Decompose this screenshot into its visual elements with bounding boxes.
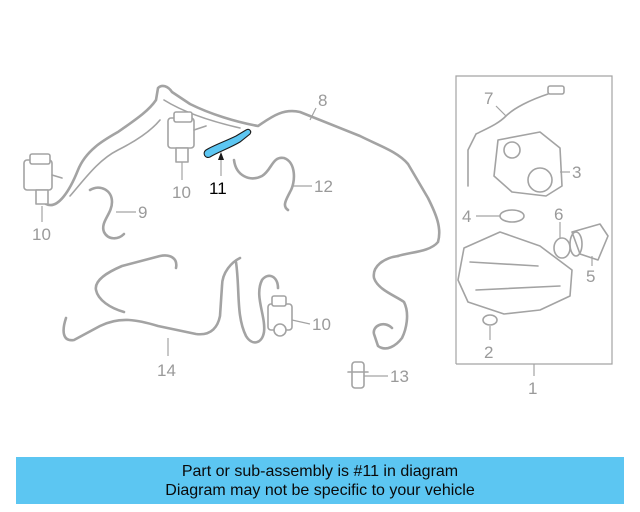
callout-8: 8 xyxy=(318,91,327,110)
hose-12 xyxy=(232,156,296,212)
sensor-7 xyxy=(547,85,565,95)
callout-6: 6 xyxy=(554,205,563,224)
callout-14: 14 xyxy=(157,361,176,380)
leader-lines xyxy=(41,105,593,377)
callout-3: 3 xyxy=(572,163,581,182)
callout-10-top: 10 xyxy=(172,183,191,202)
hose-assembly-14 xyxy=(62,256,242,342)
banner-line-2: Diagram may not be specific to your vehi… xyxy=(165,482,475,499)
callout-12: 12 xyxy=(314,177,333,196)
solenoid-valve-bottom xyxy=(267,295,293,337)
housing xyxy=(457,231,573,315)
callout-1: 1 xyxy=(528,379,537,398)
callout-2: 2 xyxy=(484,343,493,362)
hose-assembly-14-loop xyxy=(94,254,178,314)
connector-5 xyxy=(569,223,609,261)
hose-assembly-14-branch xyxy=(234,260,280,344)
hose-9 xyxy=(88,186,126,240)
callout-10-left: 10 xyxy=(32,225,51,244)
valve-body-3 xyxy=(493,131,563,197)
check-valve-13 xyxy=(347,361,369,389)
callout-7: 7 xyxy=(484,89,493,108)
callout-10-bottom: 10 xyxy=(312,315,331,334)
vacuum-line-8-parallel xyxy=(69,99,241,197)
o-ring-4 xyxy=(499,209,525,223)
parts-diagram: 8 7 3 4 6 5 2 1 9 12 10 10 10 13 14 11 xyxy=(23,75,613,398)
seal-2 xyxy=(482,314,498,326)
solenoid-valve-top xyxy=(167,111,207,163)
info-banner: Part or sub-assembly is #11 in diagram D… xyxy=(16,457,624,504)
callout-9: 9 xyxy=(138,203,147,222)
callout-4: 4 xyxy=(462,207,471,226)
hose-11-highlighted xyxy=(203,128,252,158)
gasket-6 xyxy=(553,237,571,259)
solenoid-valve-left xyxy=(23,153,63,205)
callout-11: 11 xyxy=(209,179,227,198)
vacuum-line-8 xyxy=(44,84,441,258)
callout-13: 13 xyxy=(390,367,409,386)
banner-line-1: Part or sub-assembly is #11 in diagram xyxy=(181,463,459,480)
assembly-box-1 xyxy=(455,75,613,376)
callout-5: 5 xyxy=(586,267,595,286)
vacuum-line-lower-right xyxy=(372,254,409,350)
